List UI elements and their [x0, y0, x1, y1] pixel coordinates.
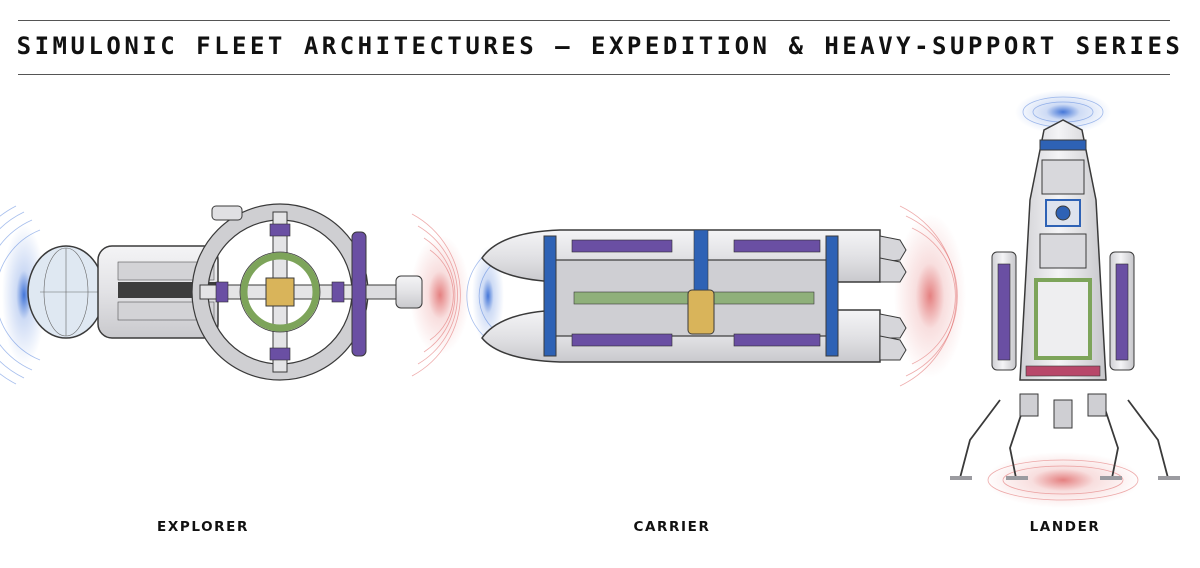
- ship-label-carrier: CARRIER: [633, 519, 711, 535]
- explorer-red-field-icon: [410, 213, 470, 377]
- explorer-ship-illustration: [0, 203, 470, 385]
- ship-label-lander: LANDER: [1029, 519, 1101, 535]
- ship-label-explorer: EXPLORER: [157, 519, 249, 535]
- carrier-ship-illustration: [466, 205, 966, 387]
- page-title: SIMULONIC FLEET ARCHITECTURES — EXPEDITI…: [16, 32, 1184, 60]
- header-rule-bottom: [18, 74, 1170, 75]
- carrier-red-field-icon: [894, 205, 966, 387]
- explorer-blue-field-icon: [0, 205, 46, 385]
- lander-red-field-icon: [985, 452, 1141, 508]
- header-rule-top: [18, 20, 1170, 21]
- lander-ship-illustration: [950, 90, 1180, 508]
